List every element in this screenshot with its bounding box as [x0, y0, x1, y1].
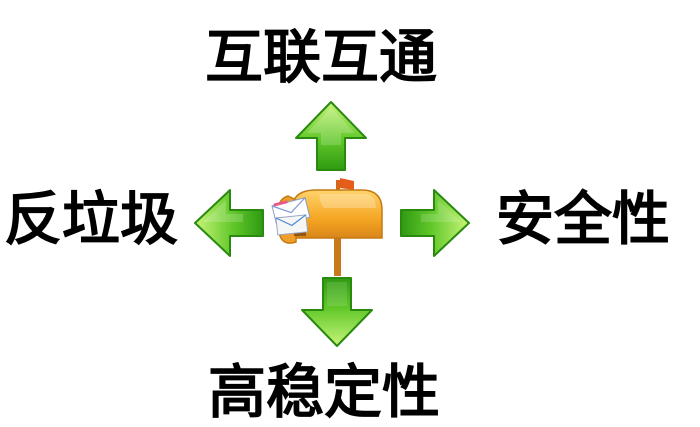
left-label: 反垃圾 — [4, 185, 179, 253]
down-arrow-icon — [301, 277, 373, 347]
right-label: 安全性 — [496, 185, 671, 253]
right-arrow-icon — [400, 189, 470, 257]
up-arrow-icon — [295, 101, 367, 171]
top-label: 互联互通 — [205, 23, 438, 91]
left-arrow-icon — [194, 189, 264, 257]
mailbox-icon — [271, 178, 383, 276]
bottom-label: 高稳定性 — [208, 358, 441, 426]
